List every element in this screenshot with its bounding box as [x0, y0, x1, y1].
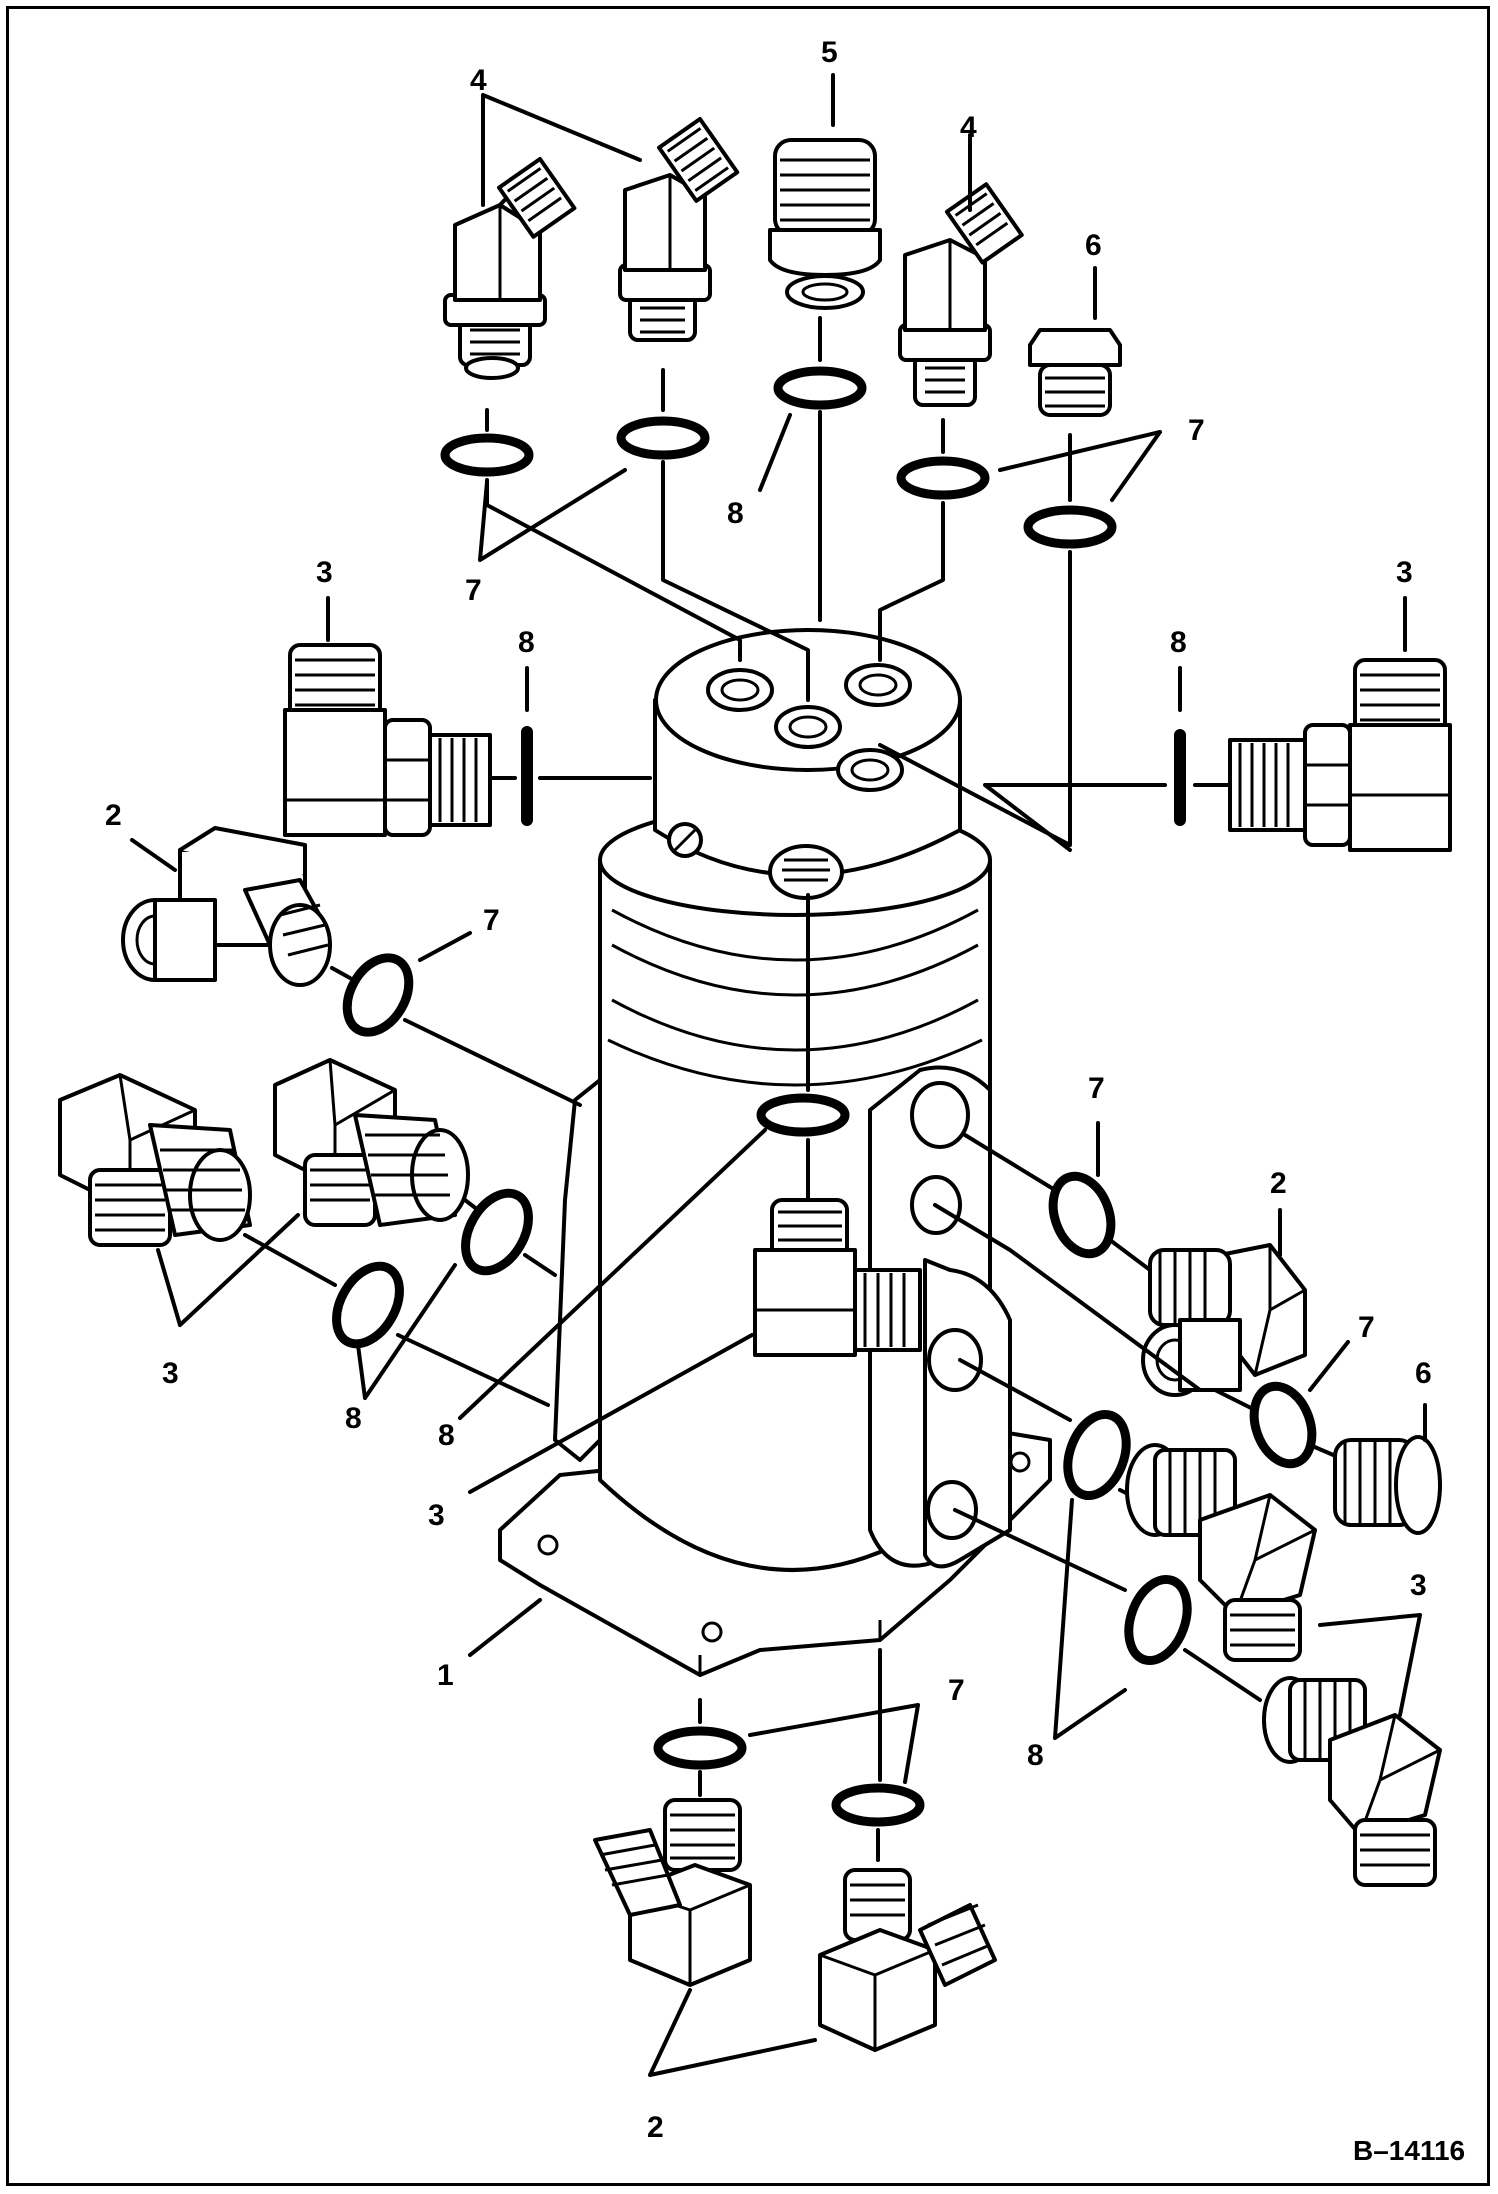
plug-6-top [1028, 328, 1122, 417]
elbow-fitting-3-upper-right [1228, 658, 1452, 852]
alignment-lines-top [485, 316, 1072, 847]
o-ring-8-center [756, 1093, 850, 1137]
callout-7-bottom: 7 [948, 1674, 965, 1707]
o-ring-7-bottom-b [831, 1783, 925, 1827]
callout-8-center: 8 [438, 1419, 455, 1452]
callout-6-top: 6 [1085, 229, 1102, 262]
callout-7-right-lower: 7 [1358, 1311, 1375, 1344]
callout-3-upper-left: 3 [316, 556, 333, 589]
elbow-fitting-4-left [443, 156, 577, 380]
elbow-fitting-2-bottom-right [818, 1868, 997, 2052]
leader-lines [130, 73, 1427, 2077]
callout-2-right: 2 [1270, 1167, 1287, 1200]
callout-7-top-left: 7 [465, 574, 482, 607]
callout-8-lower-right: 8 [1027, 1739, 1044, 1772]
elbow-fitting-3-right-upper [1125, 1443, 1317, 1662]
callout-8-right: 8 [1170, 626, 1187, 659]
o-ring-8-left-b [332, 1261, 404, 1349]
figure-id: B–14116 [1353, 2135, 1465, 2166]
callout-7-right: 7 [1088, 1072, 1105, 1105]
callout-2-upper-left: 2 [105, 799, 122, 832]
callout-6-right: 6 [1415, 1357, 1432, 1390]
callout-7-top-right: 7 [1188, 414, 1205, 447]
o-ring-7-left-upper [342, 953, 414, 1037]
elbow-fitting-3-left-outer [58, 1073, 252, 1247]
o-ring-7-top-b [616, 416, 710, 460]
callout-3-upper-right: 3 [1396, 556, 1413, 589]
elbow-fitting-4-middle [618, 116, 740, 342]
elbow-fitting-2-upper-left [121, 826, 332, 987]
elbow-fitting-4-right [898, 182, 1024, 407]
callout-7-left: 7 [483, 904, 500, 937]
callout-2-bottom: 2 [647, 2111, 664, 2144]
o-ring-7-bottom-a [653, 1726, 747, 1770]
callout-4-left: 4 [470, 64, 487, 97]
straight-connector-5 [768, 138, 882, 310]
o-ring-8-right-b [1124, 1574, 1192, 1666]
o-ring-7-right-upper [1048, 1171, 1116, 1259]
elbow-fitting-2-bottom-left [593, 1798, 752, 1987]
callout-3-center: 3 [428, 1499, 445, 1532]
callout-4-right: 4 [960, 111, 977, 144]
elbow-fitting-2-right-upper [1141, 1243, 1307, 1397]
elbow-fitting-3-center [753, 1198, 922, 1357]
callout-8-lower-left: 8 [345, 1402, 362, 1435]
plug-6-right [1333, 1435, 1442, 1535]
callout-3-lower-left: 3 [162, 1357, 179, 1390]
o-ring-8-left-a [461, 1188, 533, 1276]
swivel-body [498, 628, 1052, 1677]
elbow-fitting-3-right-lower [1262, 1676, 1442, 1887]
o-ring-7-top-a [440, 433, 534, 477]
o-ring-7-top-c [896, 456, 990, 500]
o-ring-8-right-a [1063, 1409, 1131, 1501]
callout-3-lower-right: 3 [1410, 1569, 1427, 1602]
elbow-fitting-3-upper-left [283, 643, 492, 837]
callout-8-top: 8 [727, 497, 744, 530]
callout-1: 1 [437, 1659, 454, 1692]
callout-8-left: 8 [518, 626, 535, 659]
o-ring-7-top-d [1023, 505, 1117, 549]
elbow-fitting-3-left-inner [273, 1058, 470, 1227]
callout-labels: 4 5 4 6 7 8 7 3 8 8 3 2 7 7 2 3 7 6 8 8 … [105, 36, 1465, 2166]
o-ring-7-right-lower [1249, 1381, 1317, 1469]
callout-5: 5 [821, 36, 838, 69]
o-ring-8-top [773, 366, 867, 410]
